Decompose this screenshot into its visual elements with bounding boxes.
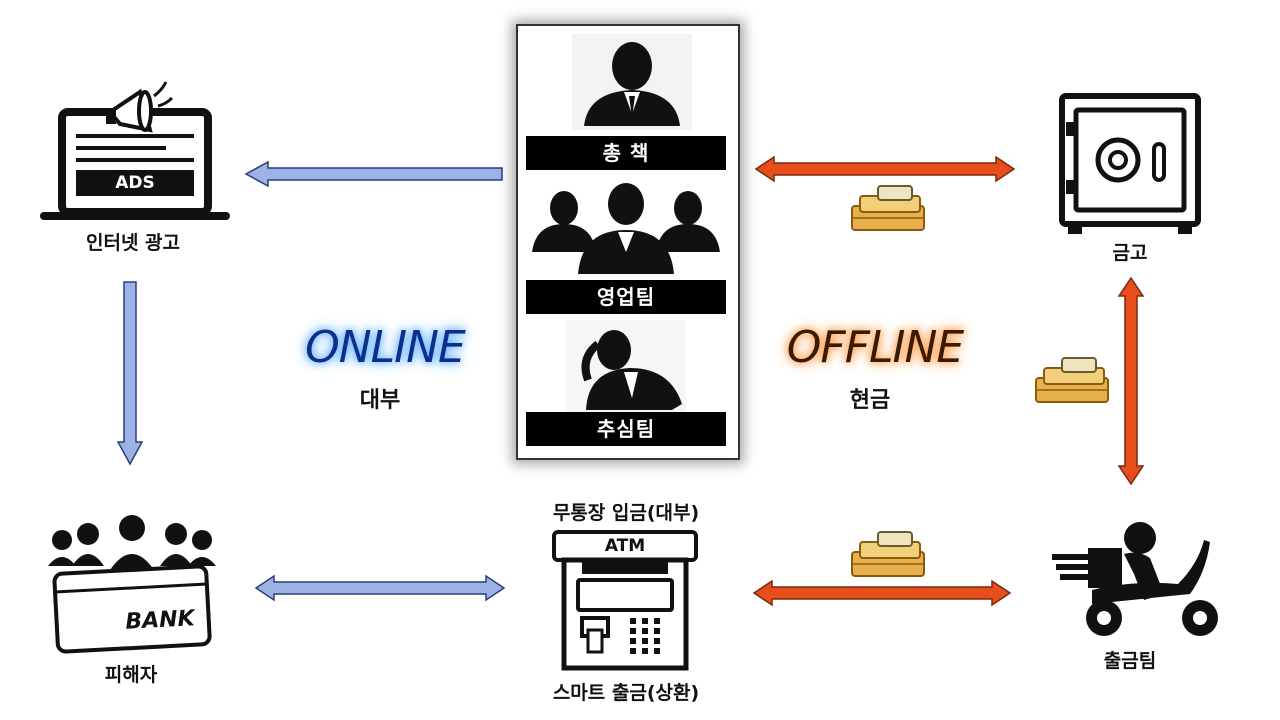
- online-subtitle: 대부: [359, 388, 401, 413]
- cash-bundle-icon: [851, 185, 925, 231]
- bank-card-text: BANK: [124, 606, 196, 635]
- collection-team-icon: [566, 320, 686, 416]
- atm-bottom-label: 스마트 출금(상환): [552, 682, 700, 704]
- org-role-boss: 총 책: [526, 136, 726, 170]
- atm-machine-icon: ATM: [552, 530, 698, 671]
- online-title: ONLINE: [305, 322, 466, 373]
- atm-top-label: 무통장 입금(대부): [552, 502, 700, 524]
- org-panel: 총 책 영업팀 추심팀: [516, 24, 740, 460]
- boss-icon: [572, 34, 692, 130]
- sales-team-icon: [532, 183, 720, 274]
- victim-label: 피해자: [104, 664, 158, 686]
- offline-subtitle: 현금: [849, 388, 891, 413]
- scooter-rider-icon: [1052, 522, 1218, 636]
- ads-laptop-icon: ADS: [36, 76, 232, 226]
- org-role-sales: 영업팀: [526, 280, 726, 314]
- offline-title: OFFLINE: [786, 322, 964, 373]
- org-role-collection: 추심팀: [526, 412, 726, 446]
- ads-screen-text: ADS: [115, 173, 155, 193]
- victim-group-icon: BANK: [48, 508, 216, 654]
- safe-icon: [1059, 93, 1201, 234]
- safe-label: 금고: [1112, 242, 1148, 264]
- withdraw-team-label: 출금팀: [1103, 650, 1157, 672]
- cash-bundle-icon: [851, 531, 925, 577]
- ads-label: 인터넷 광고: [85, 232, 180, 254]
- cash-bundle-icon: [1035, 357, 1109, 403]
- atm-screen-text: ATM: [604, 536, 646, 556]
